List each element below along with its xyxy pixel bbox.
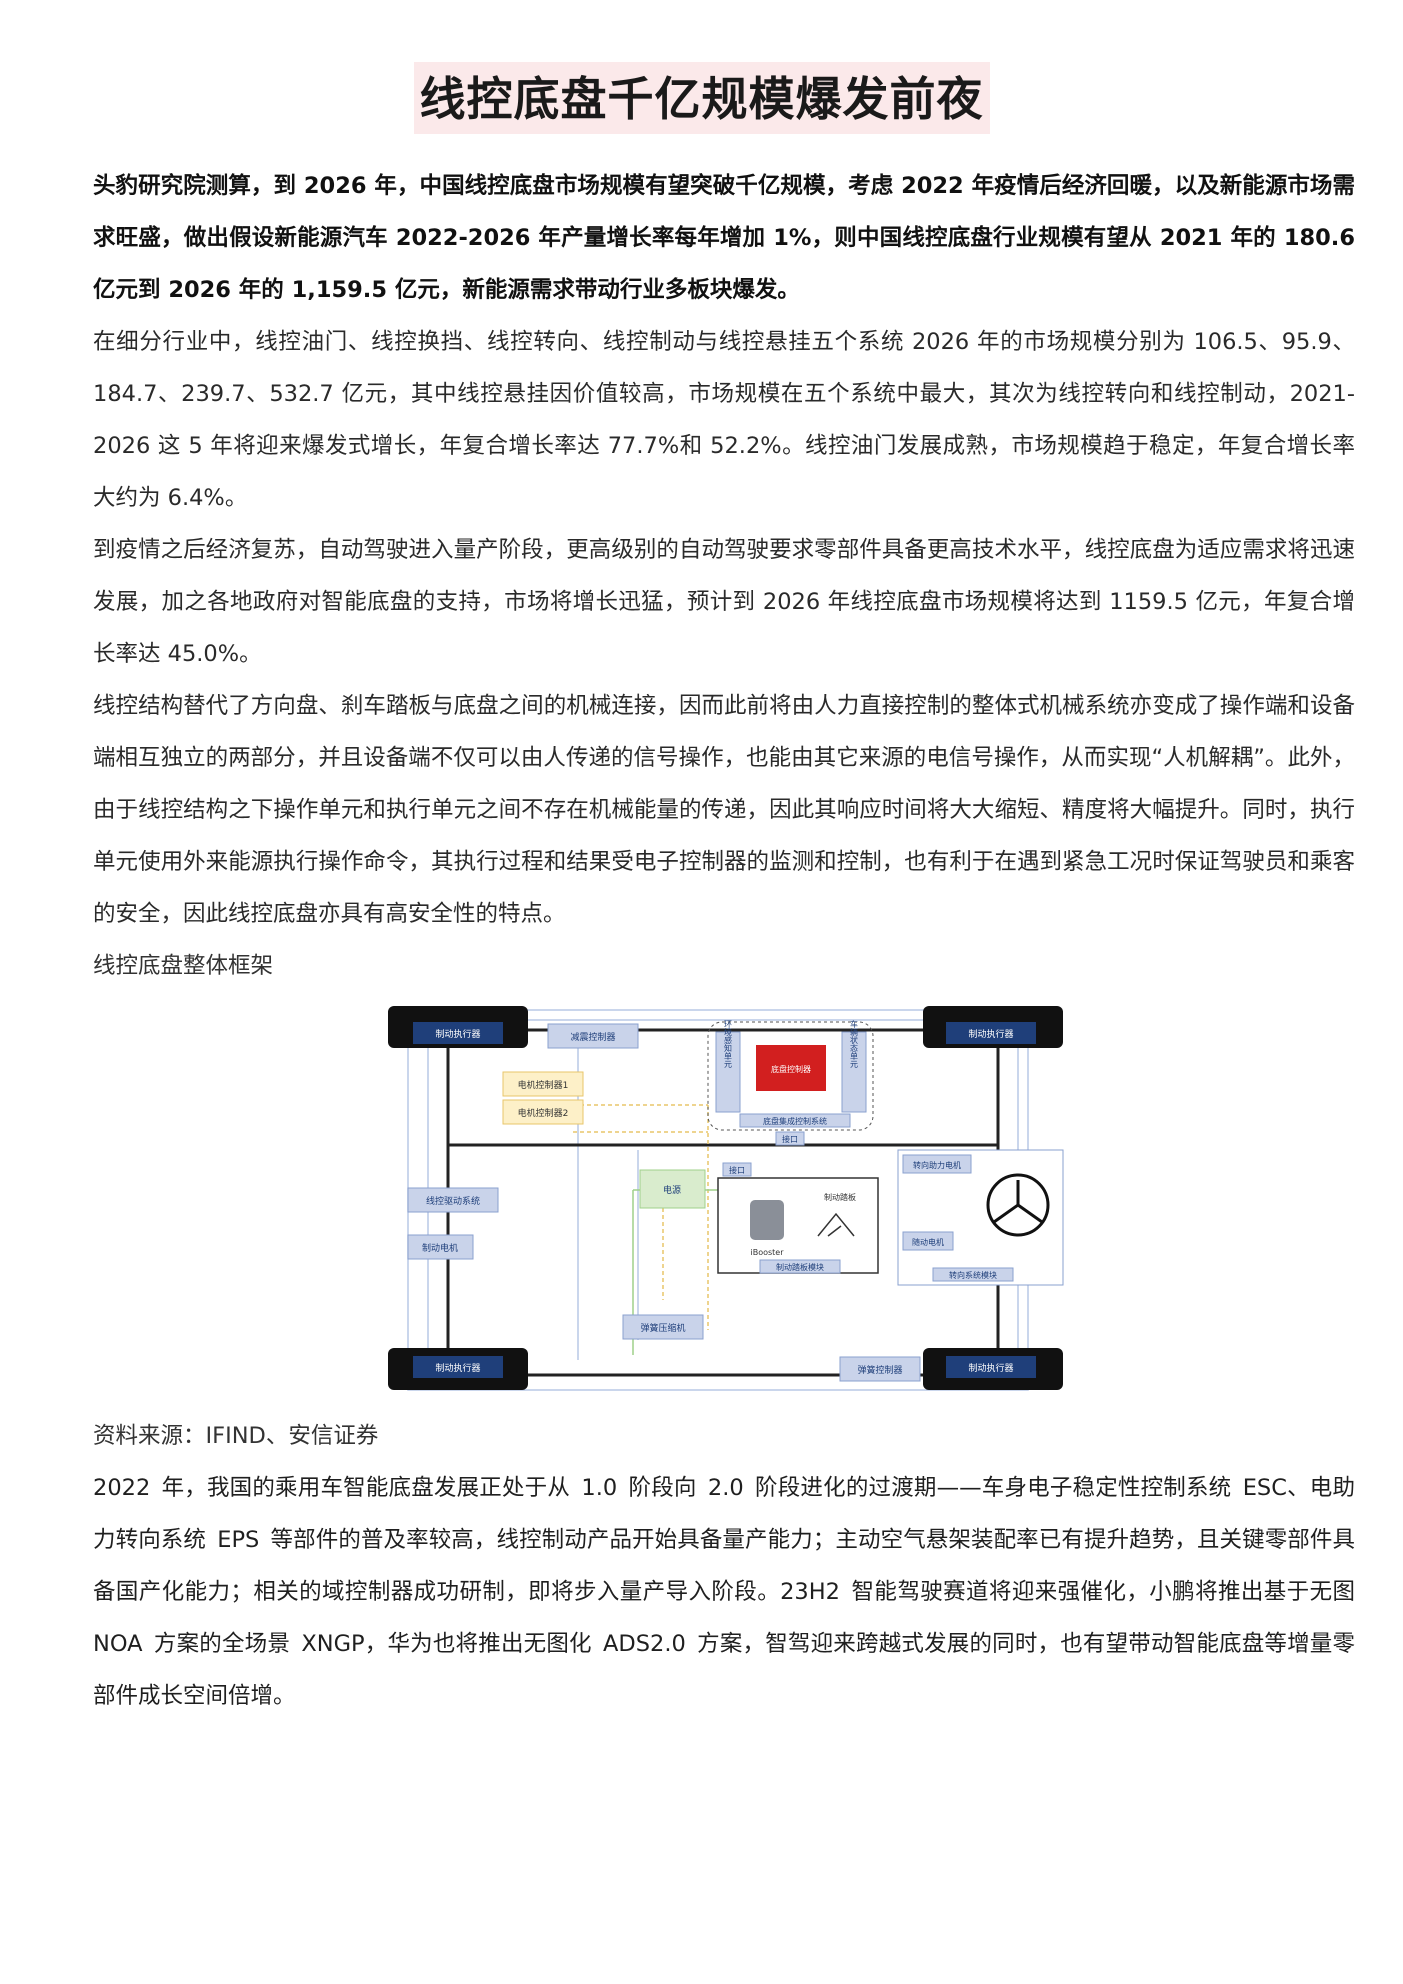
brake-actuator-box-tl [413, 1022, 503, 1044]
brake-actuator-box-tr [946, 1022, 1036, 1044]
wire-drive-box [407, 1187, 499, 1213]
motor-controller-1: 电机控制器1 [518, 1079, 569, 1091]
spring-compressor-box [622, 1314, 704, 1340]
chassis-controller-box [756, 1045, 826, 1091]
steering-motor-box [902, 1231, 954, 1251]
chassis-framework-diagram: 制动执行器 制动执行器 制动执行器 制动执行器 减震控制器 电机控制器1 电机控… [378, 1000, 1068, 1400]
figure-caption: 线控底盘整体框架 [93, 953, 274, 979]
diagram-svg: 制动执行器 制动执行器 制动执行器 制动执行器 减震控制器 电机控制器1 电机控… [388, 1006, 1064, 1391]
paragraph-recovery: 到疫情之后经济复苏，自动驾驶进入量产阶段，更高级别的自动驾驶要求零部件具备更高技… [93, 537, 1355, 667]
ibooster-label: iBooster [750, 1248, 784, 1257]
brake-actuator-tl: 制动执行器 [435, 1028, 480, 1040]
brake-pedal-module: 制动踏板模块 [776, 1262, 824, 1272]
paragraph-outlook: 2022 年，我国的乘用车智能底盘发展正处于从 1.0 阶段向 2.0 阶段进化… [93, 1475, 1355, 1709]
spring-compressor: 弹簧压缩机 [640, 1322, 685, 1334]
paragraph-summary: 头豹研究院测算，到 2026 年，中国线控底盘市场规模有望突破千亿规模，考虑 2… [93, 173, 1355, 303]
chassis-system-label-box [739, 1113, 851, 1128]
paragraph-structure: 线控结构替代了方向盘、刹车踏板与底盘之间的机械连接，因而此前将由人力直接控制的整… [93, 693, 1355, 927]
brake-motor-box [407, 1234, 474, 1260]
spring-controller-box [839, 1356, 921, 1382]
steering-wheel-spokes [993, 1180, 1043, 1224]
spring-controller: 弹簧控制器 [857, 1364, 902, 1376]
vehicle-state-unit: 车辆状态单元 [850, 1019, 859, 1069]
brake-actuator-br: 制动执行器 [968, 1362, 1013, 1374]
brake-pedal-label: 制动踏板 [824, 1192, 856, 1202]
brake-motor: 制动电机 [422, 1242, 458, 1254]
env-sensing-box [715, 1031, 741, 1113]
brake-actuator-box-bl [413, 1356, 503, 1378]
brake-pedal-module-label-box [759, 1259, 841, 1274]
vehicle-state-box [841, 1031, 867, 1113]
signal-lines [573, 1104, 709, 1330]
chassis-controller: 底盘控制器 [771, 1064, 811, 1074]
power-supply: 电源 [663, 1184, 681, 1196]
power-supply-box [639, 1169, 706, 1209]
paragraph-segments: 在细分行业中，线控油门、线控换挡、线控转向、线控制动与线控悬挂五个系统 2026… [93, 329, 1355, 511]
interface-top: 接口 [782, 1134, 798, 1144]
steering-system-module: 转向系统模块 [949, 1270, 997, 1280]
brake-pedal-module-frame [717, 1177, 879, 1274]
chassis-integrated-system: 底盘集成控制系统 [763, 1116, 827, 1126]
brake-actuator-tr: 制动执行器 [968, 1028, 1013, 1040]
steering-assist-motor: 转向助力电机 [913, 1160, 961, 1170]
title-wrap: 线控底盘千亿规模爆发前夜 [0, 62, 1403, 134]
brake-actuator-box-br [946, 1356, 1036, 1378]
steering-motor: 随动电机 [912, 1237, 944, 1247]
interface-mid-box [722, 1162, 752, 1177]
article-body: 头豹研究院测算，到 2026 年，中国线控底盘市场规模有望突破千亿规模，考虑 2… [93, 160, 1355, 1722]
damping-controller-box [547, 1023, 639, 1049]
interface-mid: 接口 [729, 1165, 745, 1175]
interface-top-box [775, 1131, 805, 1146]
ibooster-icon [750, 1200, 784, 1240]
steering-wheel-icon [986, 1173, 1050, 1237]
page-title: 线控底盘千亿规模爆发前夜 [413, 62, 990, 134]
damping-controller: 减震控制器 [570, 1031, 615, 1043]
brake-pedal-icon [817, 1212, 855, 1237]
brake-actuator-bl: 制动执行器 [435, 1362, 480, 1374]
steer-by-wire-drive: 线控驱动系统 [426, 1195, 480, 1207]
source-note: 资料来源：IFIND、安信证券 [93, 1423, 379, 1449]
motor-controller-2-box [502, 1099, 584, 1125]
chassis-integrated-frame [707, 1021, 874, 1131]
steering-assist-box [902, 1154, 972, 1174]
motor-controller-1-box [502, 1071, 584, 1097]
env-sensing-unit: 环境感知单元 [724, 1020, 733, 1069]
steering-module-label-box [932, 1267, 1014, 1282]
motor-controller-2: 电机控制器2 [518, 1107, 569, 1119]
